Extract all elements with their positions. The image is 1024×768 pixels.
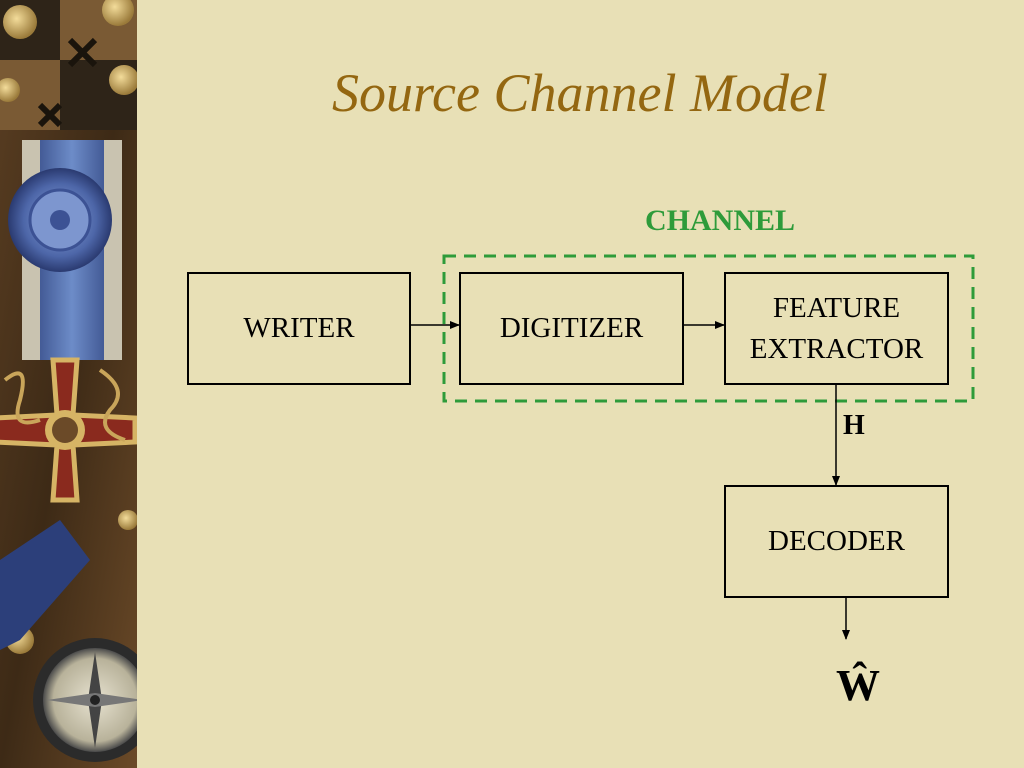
channel-label: CHANNEL <box>644 204 795 237</box>
channel-boundary <box>442 254 975 403</box>
writer-box: WRITER <box>187 272 411 385</box>
slide-title: Source Channel Model <box>332 63 828 123</box>
h-label: H <box>843 410 865 441</box>
decoder-box: DECODER <box>724 485 949 598</box>
digitizer-box: DIGITIZER <box>459 272 684 385</box>
feature-extractor-label: FEATURE EXTRACTOR <box>749 291 924 365</box>
writer-label: WRITER <box>243 312 355 345</box>
decorative-medal-strip <box>0 0 137 768</box>
medal-collage-image <box>0 0 137 768</box>
digitizer-label: DIGITIZER <box>499 312 644 345</box>
output-w-hat-label: Ŵ <box>836 661 880 710</box>
feature-extractor-box: FEATURE EXTRACTOR <box>724 272 949 385</box>
decoder-label: DECODER <box>768 525 905 558</box>
